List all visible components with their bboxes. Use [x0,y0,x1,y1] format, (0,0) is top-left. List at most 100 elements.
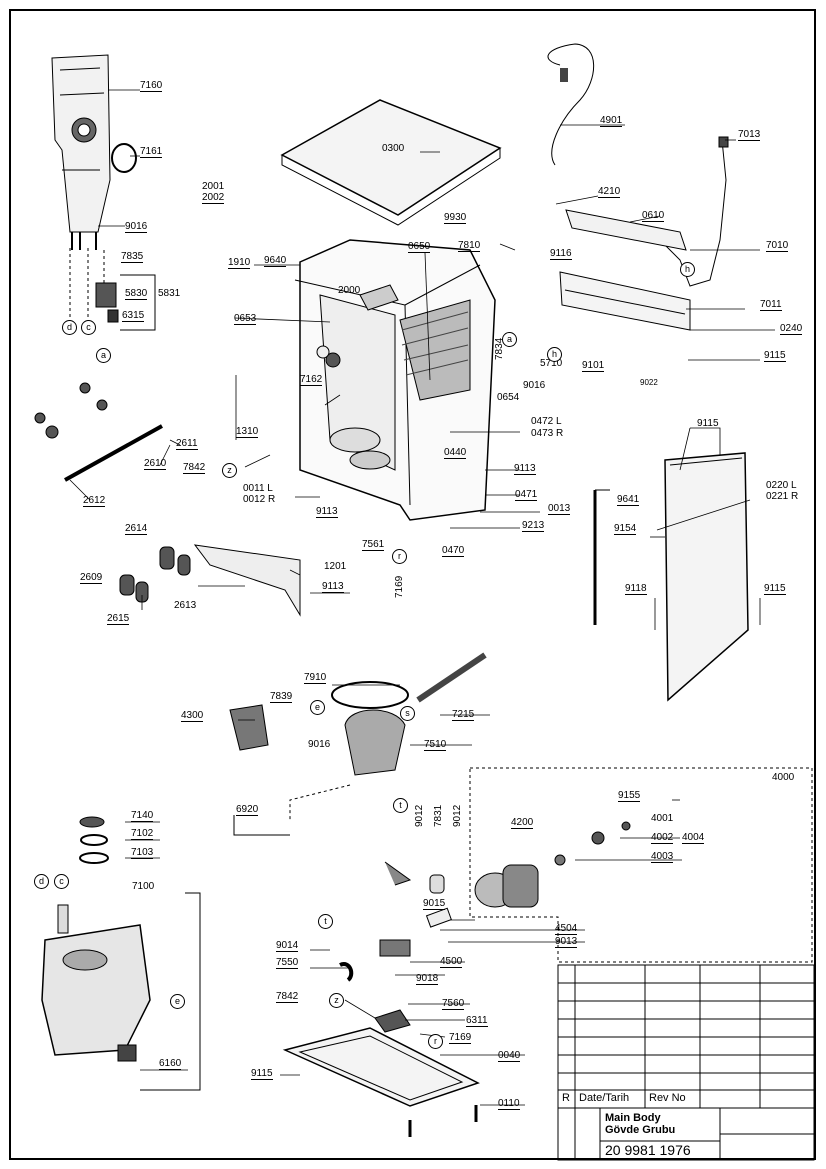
bracket-0240 [559,271,691,331]
part-label: 2613 [174,600,197,611]
part-label: 9101 [582,360,605,372]
part-label: 0471 [515,489,538,501]
part-label: 0110 [498,1098,520,1110]
part-label: 9113 [316,506,338,518]
part-label: 7560 [442,998,465,1010]
part-label: 7161 [140,146,163,158]
part-label: 9115 [764,350,786,362]
part-label: 7831 [433,804,444,827]
part-label: 9115 [251,1068,273,1080]
callout-z: z [329,993,344,1008]
callout-s: s [400,706,415,721]
part-label: 9154 [614,523,637,535]
part-label: 9016 [308,739,331,750]
part-label: 7169 [449,1032,472,1044]
bracket-5831 [120,274,156,331]
part-label: 4000 [772,772,795,783]
part-label: 9012 [414,804,425,827]
part-label: 2609 [80,572,103,584]
part-label: 0220 L [766,480,797,491]
part-label: 2001 [202,181,225,192]
callout-c: c [81,320,96,335]
rack-wheels [34,382,191,603]
part-label: 2614 [125,523,148,535]
part-label: 0610 [642,210,665,222]
part-label: 0473 R [531,428,564,439]
part-label: 4002 [651,832,674,844]
part-label: 7215 [452,709,475,721]
part-label: 9113 [514,463,536,475]
part-label: 2615 [107,613,130,625]
part-label: 0653 [234,313,257,325]
part-label: 6160 [159,1058,182,1070]
part-label: 7550 [276,957,299,969]
part-label: 9930 [444,212,467,224]
part-label: 2002 [202,192,225,204]
part-label: 0240 [780,323,803,335]
part-label: 0654 [497,392,520,403]
part-label: 7510 [424,739,447,751]
part-label: 7810 [458,240,481,252]
inlet-hose [664,139,727,287]
callout-a: a [502,332,517,347]
part-label: 2612 [83,495,106,507]
callout-e: e [170,994,185,1009]
callout-t: t [318,914,333,929]
part-label: 5710 [540,358,563,369]
worktop [280,99,502,226]
part-label: 9118 [625,583,647,595]
part-label: 2610 [144,458,167,470]
inlet-valve [69,248,119,323]
part-label: 7103 [131,847,154,859]
part-label: 4300 [181,710,204,722]
callout-h: h [680,262,695,277]
pump-group-box [469,767,813,963]
part-label: 7842 [183,462,206,474]
part-label: 7102 [131,828,154,840]
part-label: 9016 [523,380,546,391]
part-label: 9012 [452,804,463,827]
callout-d: d [34,874,49,889]
doc-number: 20 9981 1976 [605,1142,691,1158]
rail-1201 [193,544,301,617]
side-panel [664,452,749,702]
part-label: 7910 [304,672,327,684]
part-label: 0011 L [243,483,273,494]
part-label: 7169 [394,575,405,598]
part-label: 9015 [423,898,446,910]
part-label: 7835 [121,251,144,263]
drawing-frame [9,9,816,1160]
part-label: 0013 [548,503,571,515]
pump-hoses [339,861,452,982]
circulation-pump [474,821,631,908]
duct-0610 [565,209,687,251]
part-label: 7011 [760,299,782,311]
part-label: 4004 [682,832,705,844]
tub-frame [294,239,496,521]
callout-r: r [392,549,407,564]
part-label: 4001 [651,813,674,824]
power-cable [547,43,595,166]
sump-assembly [229,652,487,776]
part-label: 5831 [158,288,181,299]
part-label: 0012 R [243,494,276,505]
part-label: 7100 [132,881,155,892]
part-label: 0470 [442,545,465,557]
part-label: 5830 [125,288,148,300]
callout-h: h [547,347,562,362]
callout-t: t [393,798,408,813]
part-label: 7162 [300,374,323,386]
part-label: 4200 [511,817,534,829]
rev-marker: R [562,1092,570,1104]
part-label: 9022 [640,378,658,387]
part-label: 9013 [555,936,578,948]
callout-a: a [96,348,111,363]
part-label: 9155 [618,790,641,802]
callout-z: z [222,463,237,478]
part-label: 6315 [122,310,145,322]
part-label: 7140 [131,810,154,822]
part-label: 4210 [598,186,621,198]
part-label: 0221 R [766,491,799,502]
rail-2610 [64,424,163,482]
